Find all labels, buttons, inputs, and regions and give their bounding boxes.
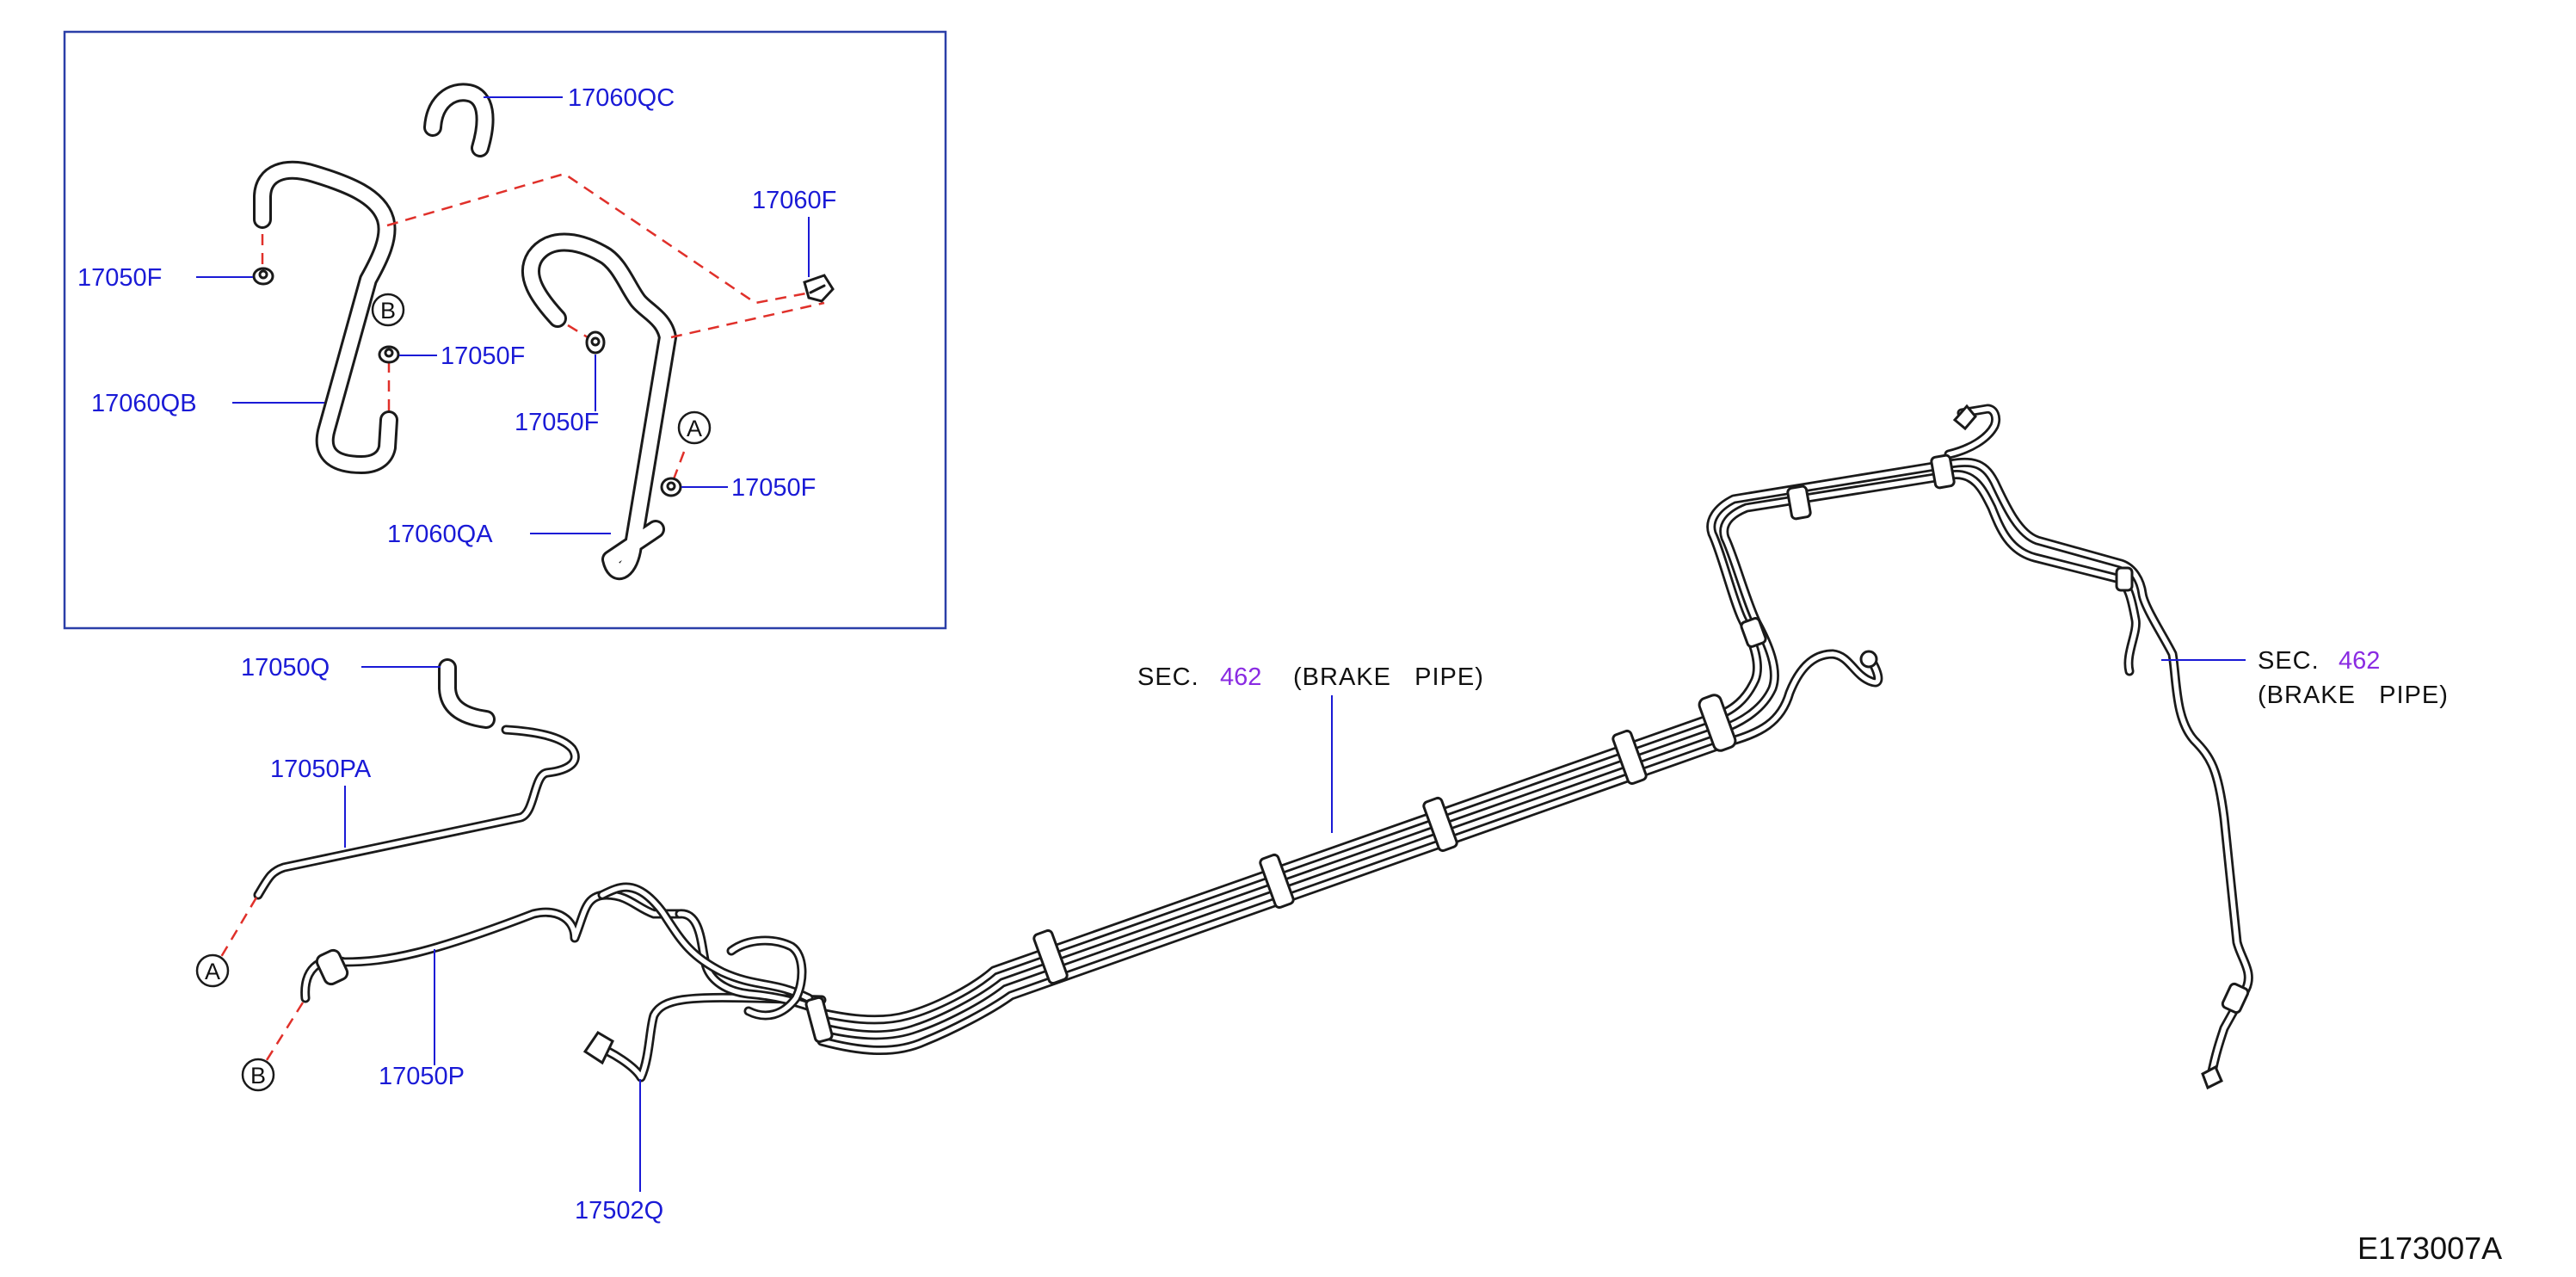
clamp-17060f[interactable] (803, 274, 835, 303)
clamp-17050f-center[interactable] (585, 330, 606, 355)
tube-17050pa[interactable] (253, 725, 580, 900)
diagram-code: E173007A (2357, 1231, 2502, 1266)
part-label-17060qc[interactable]: 17060QC (568, 84, 675, 112)
part-label-17050f-center[interactable]: 17050F (515, 409, 599, 436)
fitting-top-right (1952, 404, 1977, 431)
sec-number-link[interactable]: 462 (2339, 647, 2380, 675)
clamp-17050f-left[interactable] (252, 267, 274, 286)
part-label-17050f-b[interactable]: 17050F (441, 342, 525, 370)
ref-circle-b-inset: B (371, 293, 405, 327)
part-label-17050q[interactable]: 17050Q (241, 654, 330, 682)
ref-letter: B (250, 1063, 266, 1089)
ref-letter: B (380, 298, 396, 324)
tube-17502q[interactable] (589, 992, 827, 1083)
sec-prefix: SEC. (1137, 663, 1199, 691)
inset-frame (63, 30, 947, 630)
ref-letter: A (687, 416, 702, 441)
part-label-17060qb[interactable]: 17060QB (91, 390, 197, 417)
ref-circle-a-inset: A (677, 410, 712, 445)
part-label-17502q[interactable]: 17502Q (575, 1197, 663, 1225)
sec-suffix: (BRAKE PIPE) (1293, 663, 1484, 691)
tube-17050p[interactable] (300, 890, 685, 1003)
part-label-17050f-left[interactable]: 17050F (77, 264, 162, 292)
clamp-17050f-b[interactable] (378, 345, 400, 364)
hose-17060qb[interactable] (253, 160, 398, 474)
sec-prefix: SEC. (2258, 647, 2320, 675)
dashed-ref-a-clamp (668, 451, 686, 491)
dashed-ref-b-lower (265, 1002, 305, 1061)
part-label-17060f[interactable]: 17060F (752, 187, 836, 214)
hose-17050q[interactable] (438, 658, 496, 729)
fitting-bottom-right (2201, 1064, 2223, 1090)
part-label-17060qa[interactable]: 17060QA (387, 521, 493, 548)
section-ref-center[interactable]: SEC. 462 (BRAKE PIPE) (1137, 663, 1484, 691)
ref-circle-b-lower: B (241, 1058, 275, 1092)
fitting-loop-end (1859, 650, 1878, 669)
sec-suffix: (BRAKE PIPE) (2258, 682, 2449, 709)
ref-letter: A (205, 959, 220, 984)
part-label-17050p[interactable]: 17050P (379, 1063, 465, 1090)
dashed-ref-a-lower (219, 897, 258, 958)
ref-circle-a-lower: A (195, 953, 230, 988)
section-ref-right[interactable]: SEC. 462 (BRAKE PIPE) (2258, 647, 2449, 709)
part-label-17050f-a[interactable]: 17050F (731, 474, 816, 502)
bundle-clips (804, 453, 2250, 1044)
sec-number-link[interactable]: 462 (1220, 663, 1261, 691)
dashed-ref-qa (670, 301, 825, 339)
hose-17060qa[interactable] (521, 232, 677, 581)
brake-pipe-bundle[interactable] (597, 404, 2253, 1081)
grommet-17050p (315, 948, 349, 986)
clamp-17050f-a[interactable] (660, 477, 682, 497)
part-label-17050pa[interactable]: 17050PA (270, 756, 372, 783)
fitting-17502q (582, 1030, 614, 1065)
hose-17060qc[interactable] (423, 83, 495, 157)
